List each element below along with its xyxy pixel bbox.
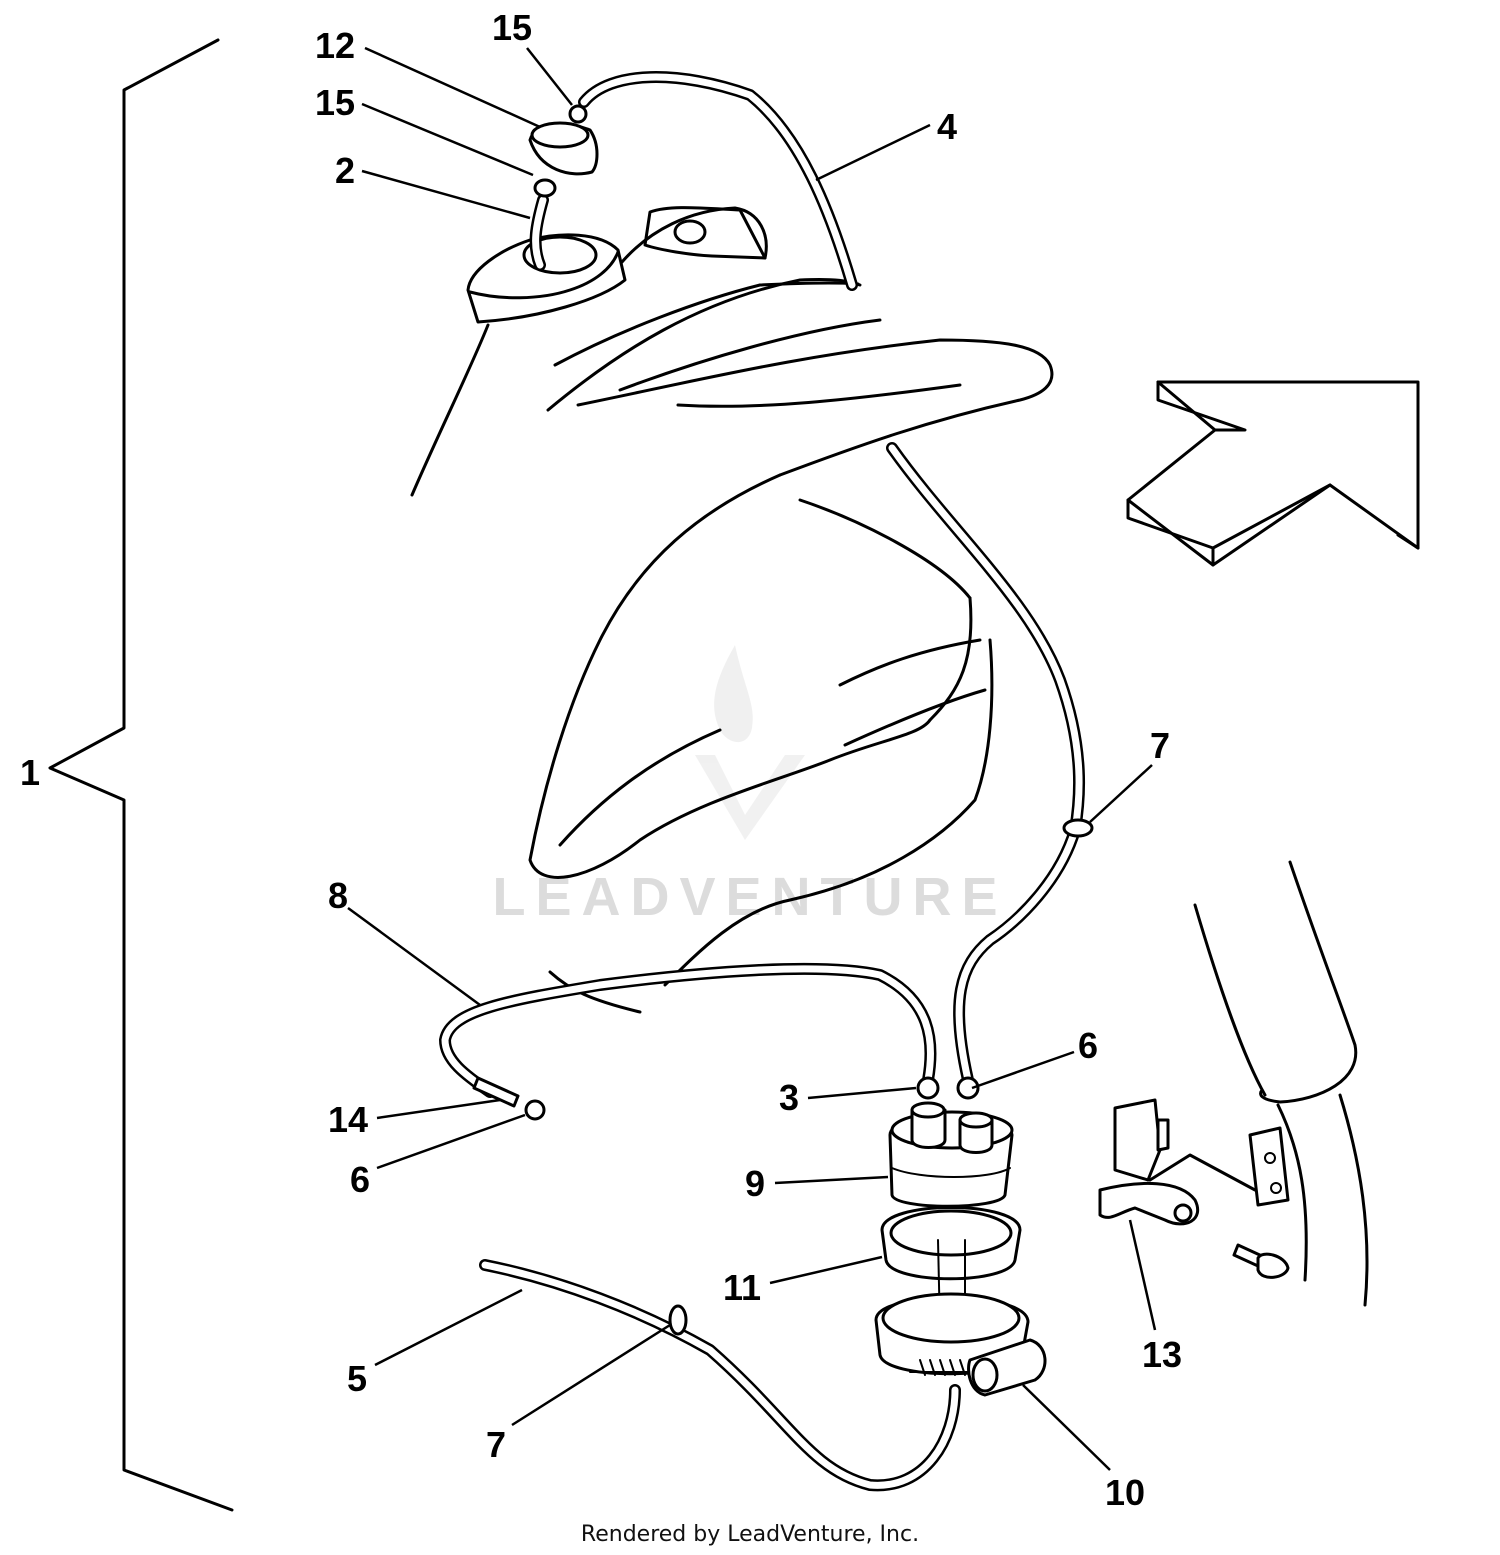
fitting-upper (568, 104, 588, 124)
vent-tube (529, 194, 549, 271)
check-valve (528, 121, 599, 176)
callout-14: 14 (328, 1099, 368, 1140)
fuel-filter (888, 1101, 1014, 1208)
hose-clamp-lower (668, 1304, 688, 1336)
fitting-3 (916, 1076, 940, 1100)
fitting-6-filter (956, 1076, 980, 1100)
callout-5: 5 (347, 1358, 367, 1399)
callout-13: 13 (1142, 1334, 1182, 1375)
callout-6-right: 6 (1078, 1025, 1098, 1066)
assembly-bracket (48, 38, 234, 1512)
fitting-lower (533, 178, 557, 198)
watermark-logo (695, 645, 805, 840)
fuel-tank (410, 206, 1054, 1014)
direction-arrow (1126, 380, 1420, 567)
mounting-bracket (1098, 1098, 1290, 1279)
callout-2: 2 (335, 150, 355, 191)
callout-7-upper: 7 (1150, 725, 1170, 766)
hose-end-fitting (472, 1076, 546, 1121)
callout-11: 11 (723, 1267, 761, 1308)
callout-6-left: 6 (350, 1159, 370, 1200)
leader-lines (347, 46, 1157, 1471)
hose-clamp-upper (1062, 818, 1094, 838)
callout-15-top: 15 (492, 7, 532, 48)
callout-3: 3 (779, 1077, 799, 1118)
callout-10: 10 (1105, 1472, 1145, 1513)
rear-fender (1193, 860, 1369, 1307)
callout-9: 9 (745, 1163, 765, 1204)
filter-bracket (880, 1206, 1022, 1331)
callout-1: 1 (20, 752, 40, 793)
callout-15-mid: 15 (315, 82, 355, 123)
callout-7-lower: 7 (486, 1424, 506, 1465)
footer-credit: Rendered by LeadVenture, Inc. (581, 1522, 919, 1547)
filter-clamp (874, 1292, 1047, 1397)
callout-4: 4 (937, 106, 957, 147)
callout-8: 8 (328, 875, 348, 916)
callout-12: 12 (315, 25, 355, 66)
